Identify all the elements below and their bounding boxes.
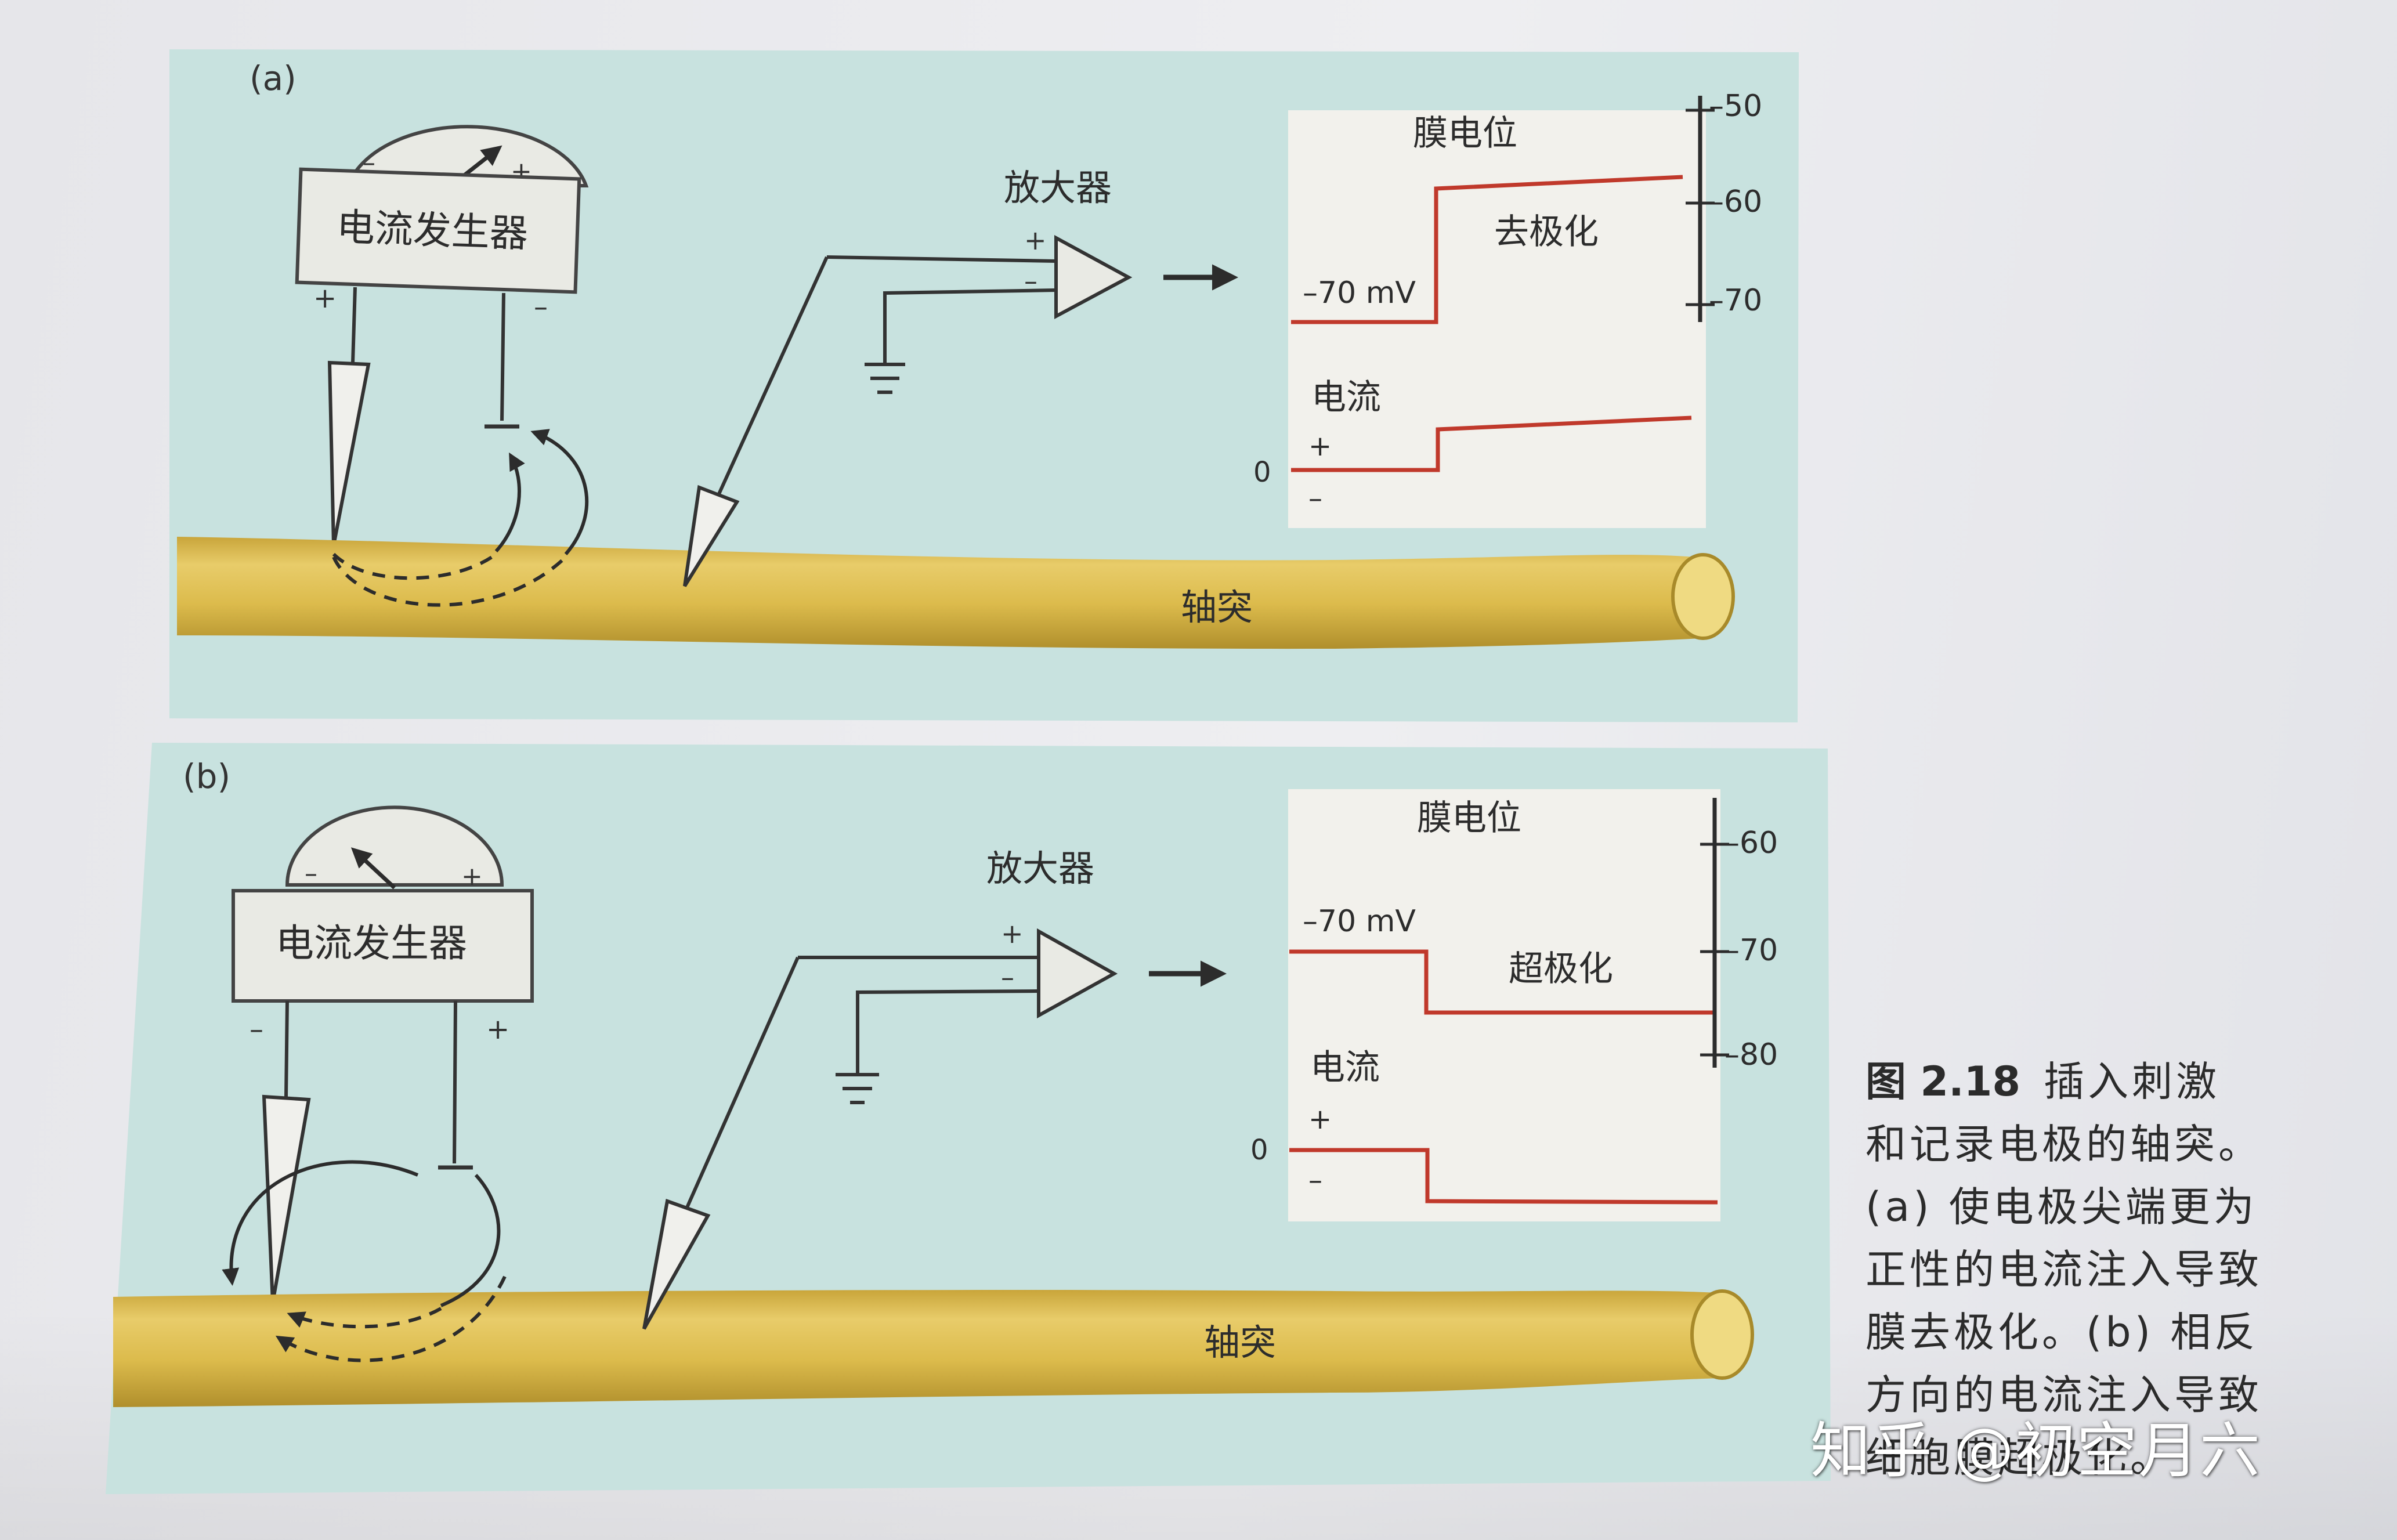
generator-right-sign-a: – — [534, 291, 548, 323]
dashed-arrow-outer-b — [275, 1275, 507, 1362]
current-flow-b — [222, 1160, 507, 1362]
current-plus-b: + — [1308, 1103, 1332, 1136]
solid-arrow-outer-a — [530, 429, 589, 555]
meter-dial-b — [285, 805, 504, 887]
stimulating-electrode-a — [327, 360, 371, 546]
axon-b: 轴突 — [113, 1289, 1754, 1407]
amplifier-label-a: 放大器 — [1004, 167, 1112, 209]
wire-right-b — [453, 1000, 457, 1164]
current-zero-a: 0 — [1253, 456, 1271, 489]
caption-line-3: (a) 使电极尖端更为 — [1865, 1183, 2258, 1231]
amp-minus-wire-a — [883, 288, 1057, 353]
caption-line-7: 细胞膜超极化。 — [1865, 1434, 2174, 1481]
amplifier-label-b: 放大器 — [986, 847, 1094, 890]
current-trace-b — [1289, 1148, 1718, 1205]
caption-line-1: 图 2.18 插入刺激 — [1865, 1050, 2306, 1113]
meter-needle-b — [350, 847, 396, 890]
panel-b: (b) – + 电流发生器 – + 轴突 — [106, 743, 1831, 1494]
panel-b-label: (b) — [183, 757, 230, 796]
caption-text-1: 插入刺激 — [2044, 1058, 2221, 1105]
caption-line-4: 正性的电流注入导致 — [1865, 1246, 2262, 1293]
panel-a: (a) – + 电流发生器 + – 轴突 — [169, 49, 1799, 722]
panel-a-label: (a) — [250, 59, 297, 98]
scale-label-a-3: –70 — [1709, 283, 1762, 318]
recording-setup-b: + – 放大器 — [642, 847, 1227, 1330]
amp-minus-wire-b — [856, 989, 1039, 1062]
generator-box-b — [232, 889, 534, 1003]
scale-label-b-3: –80 — [1724, 1037, 1778, 1072]
ground-symbol-b — [836, 1062, 879, 1104]
scale-label-a-2: –60 — [1709, 185, 1762, 219]
current-generator-b: – + 电流发生器 – + — [232, 805, 534, 1303]
scale-label-b-2: –70 — [1724, 933, 1778, 968]
stimulating-electrode-b — [262, 1094, 311, 1303]
recording-electrode-b — [642, 1198, 711, 1330]
axon-label-b: 轴突 — [1204, 1321, 1276, 1364]
axon-end-a — [1671, 553, 1735, 640]
dashed-arrow-inner-b — [287, 1307, 442, 1329]
membrane-title-a: 膜电位 — [1413, 113, 1517, 154]
caption-line-6: 方向的电流注入导致 — [1865, 1371, 2262, 1419]
ground-symbol-a — [865, 353, 905, 394]
meter-plus-b: + — [461, 862, 483, 891]
resting-label-b: –70 mV — [1303, 904, 1416, 939]
current-title-b: 电流 — [1310, 1047, 1380, 1088]
amplifier-triangle-b — [1037, 928, 1118, 1019]
current-generator-a: – + 电流发生器 + – — [295, 125, 589, 546]
current-title-a: 电流 — [1311, 377, 1381, 418]
recording-graph-a: 膜电位 –70 mV 去极化 电流 + – 0 –50 –60 –70 — [1253, 89, 1762, 528]
generator-right-sign-b: + — [486, 1013, 509, 1046]
resting-label-a: –70 mV — [1303, 276, 1416, 310]
wire-left-b — [284, 1000, 289, 1097]
membrane-title-b: 膜电位 — [1417, 798, 1521, 838]
graph-background-b — [1288, 789, 1720, 1221]
scale-label-a-1: –50 — [1709, 89, 1762, 124]
solid-arrow-inner-b — [222, 1160, 419, 1286]
meter-dial-a — [345, 125, 589, 187]
caption-line-2: 和记录电极的轴突。 — [1865, 1120, 2262, 1168]
recording-setup-a: + – 放大器 — [683, 167, 1238, 587]
meter-minus-b: – — [305, 859, 317, 888]
generator-left-sign-b: – — [250, 1013, 263, 1046]
recording-wire-b — [683, 956, 800, 1214]
caption-line-5: 膜去极化。(b) 相反 — [1865, 1308, 2259, 1356]
generator-box-a — [295, 167, 581, 294]
membrane-trace-a — [1291, 175, 1683, 324]
axon-label-a: 轴突 — [1181, 586, 1253, 628]
amp-plus-wire-a — [826, 255, 1057, 263]
amplifier-triangle-a — [1054, 234, 1133, 320]
wire-left-a — [351, 287, 357, 363]
solid-arrow-inner-a — [494, 452, 525, 553]
current-trace-a — [1291, 415, 1692, 472]
amplifier-minus-b: – — [1001, 961, 1014, 993]
amplifier-plus-a: + — [1024, 225, 1047, 256]
amplifier-minus-a: – — [1024, 265, 1037, 297]
recording-electrode-a — [683, 485, 740, 587]
watermark: 知乎 @初空月六 — [1810, 1415, 2262, 1486]
figure-label: 图 2.18 — [1865, 1058, 2021, 1105]
wire-right-a — [500, 292, 505, 421]
change-label-a: 去极化 — [1494, 212, 1599, 252]
axon-body-b — [113, 1290, 1720, 1407]
solid-arrow-outer-b — [440, 1173, 501, 1307]
membrane-trace-b — [1289, 949, 1715, 1015]
scale-label-b-1: –60 — [1724, 826, 1778, 861]
generator-label-b: 电流发生器 — [276, 921, 467, 966]
recording-graph-b: 膜电位 –70 mV 超极化 电流 + – 0 –60 –70 –80 — [1250, 789, 1778, 1221]
axon-end-b — [1690, 1289, 1754, 1380]
figure-caption: 图 2.18 插入刺激 和记录电极的轴突。 (a) 使电极尖端更为 正性的电流注入… — [1865, 1050, 2306, 1489]
dashed-arrow-outer-a — [332, 555, 567, 607]
recording-wire-a — [715, 256, 829, 500]
generator-label-a: 电流发生器 — [336, 205, 529, 256]
current-plus-a: + — [1308, 430, 1332, 462]
current-minus-b: – — [1308, 1164, 1322, 1196]
generator-left-sign-a: + — [313, 282, 337, 314]
current-zero-b: 0 — [1250, 1134, 1268, 1166]
current-minus-a: – — [1308, 482, 1322, 515]
graph-background-a — [1288, 110, 1706, 528]
amplifier-plus-b: + — [1001, 918, 1024, 949]
change-label-b: 超极化 — [1509, 949, 1613, 989]
current-flow-a — [332, 429, 589, 607]
